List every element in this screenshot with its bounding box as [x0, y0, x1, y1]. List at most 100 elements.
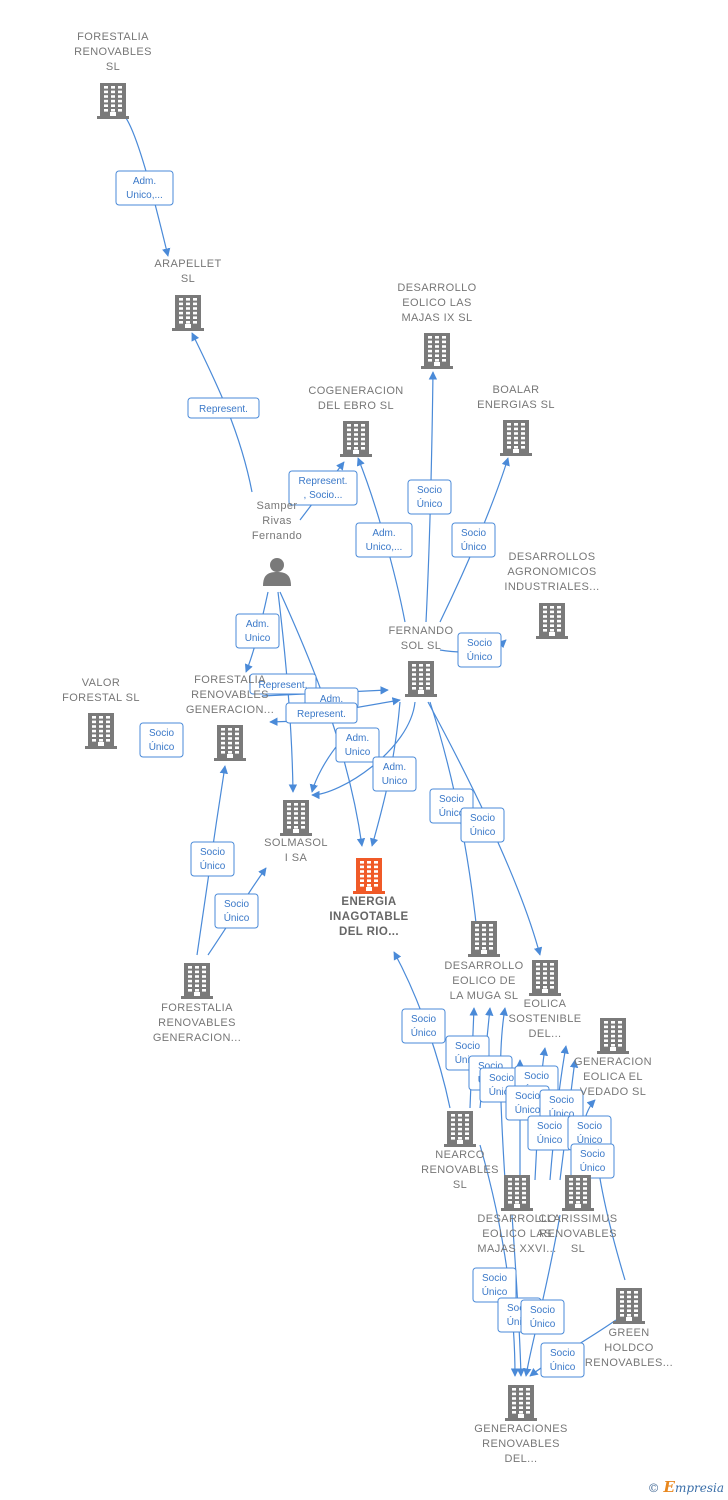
building-icon	[597, 1018, 629, 1054]
badge-box	[139, 722, 184, 758]
badge-label-line: Socio	[524, 1071, 549, 1082]
badge-box	[460, 807, 505, 843]
relationship-badge[interactable]: Adm.Unico	[335, 727, 380, 763]
node-desarrollos-agro[interactable]: DESARROLLOS AGRONOMICOS INDUSTRIALES...	[504, 551, 599, 639]
badge-label: Adm.Unico	[245, 619, 271, 644]
badge-label-line: Socio	[439, 794, 464, 805]
relationship-badge[interactable]: Adm.Unico	[372, 756, 417, 792]
building-icon	[529, 960, 561, 996]
node-label-line: DESARROLLO	[477, 1213, 556, 1225]
node-label-line: DESARROLLO	[444, 960, 523, 972]
relationship-badge[interactable]: Represent., Socio...	[288, 470, 358, 506]
node-valor-forestal[interactable]: VALOR FORESTAL SL	[62, 677, 140, 749]
node-label-line: FORESTAL SL	[62, 692, 140, 704]
badge-box	[472, 1267, 517, 1303]
badge-label-line: Único	[537, 1133, 563, 1146]
badge-label-line: , Socio...	[304, 490, 343, 501]
node-label-line: SOSTENIBLE	[508, 1013, 581, 1025]
badge-label-line: Único	[482, 1285, 508, 1298]
node-label-line: MAJAS IX SL	[401, 312, 472, 324]
badge-box	[335, 727, 380, 763]
node-label-line: ENERGIAS SL	[477, 399, 555, 411]
relationship-badge[interactable]: Adm.Unico,...	[115, 170, 174, 206]
empresia-footer[interactable]: © Empresia	[648, 1478, 724, 1496]
node-label-line: INDUSTRIALES...	[504, 581, 599, 593]
node-label-line: FORESTALIA	[161, 1002, 233, 1014]
badge-label-line: Único	[224, 911, 250, 924]
badge-label-line: Socio	[149, 728, 174, 739]
node-label-line: DESARROLLO	[397, 282, 476, 294]
node-label-line: FORESTALIA	[194, 674, 266, 686]
badge-label-line: Unico	[245, 633, 271, 644]
node-label-line: INAGOTABLE	[329, 911, 408, 923]
badge-box	[214, 893, 259, 929]
badge-label-line: Único	[461, 540, 487, 553]
node-label-line: ARAPELLET	[154, 258, 221, 270]
relationship-badge[interactable]: Represent.	[249, 673, 317, 695]
relationship-badge[interactable]: Adm.Unico,...	[355, 522, 413, 558]
node-label-line: AGRONOMICOS	[507, 566, 596, 578]
node-label-line: DESARROLLOS	[509, 551, 596, 563]
badge-label-line: Socio	[537, 1121, 562, 1132]
relationship-badge[interactable]: Represent.	[285, 702, 358, 724]
relationship-badge[interactable]: Adm.Unico	[235, 613, 280, 649]
badge-label-line: Socio	[530, 1305, 555, 1316]
node-label-line: VALOR	[82, 677, 120, 689]
node-label-line: Fernando	[252, 530, 302, 542]
node-label-line: FERNANDO	[389, 625, 454, 637]
empresia-logo-e: E	[663, 1478, 675, 1496]
badge-label-line: Socio	[489, 1073, 514, 1084]
badge-label: Represent., Socio...	[299, 476, 348, 501]
badge-label-line: Único	[467, 650, 493, 663]
badge-box	[401, 1008, 446, 1044]
relationship-badge[interactable]: Represent.	[187, 397, 260, 419]
copyright-symbol: ©	[647, 1481, 660, 1495]
node-label-line: RENOVABLES	[158, 1017, 236, 1029]
building-icon	[562, 1175, 594, 1211]
badge-label-line: Socio	[577, 1121, 602, 1132]
badge-box	[372, 756, 417, 792]
